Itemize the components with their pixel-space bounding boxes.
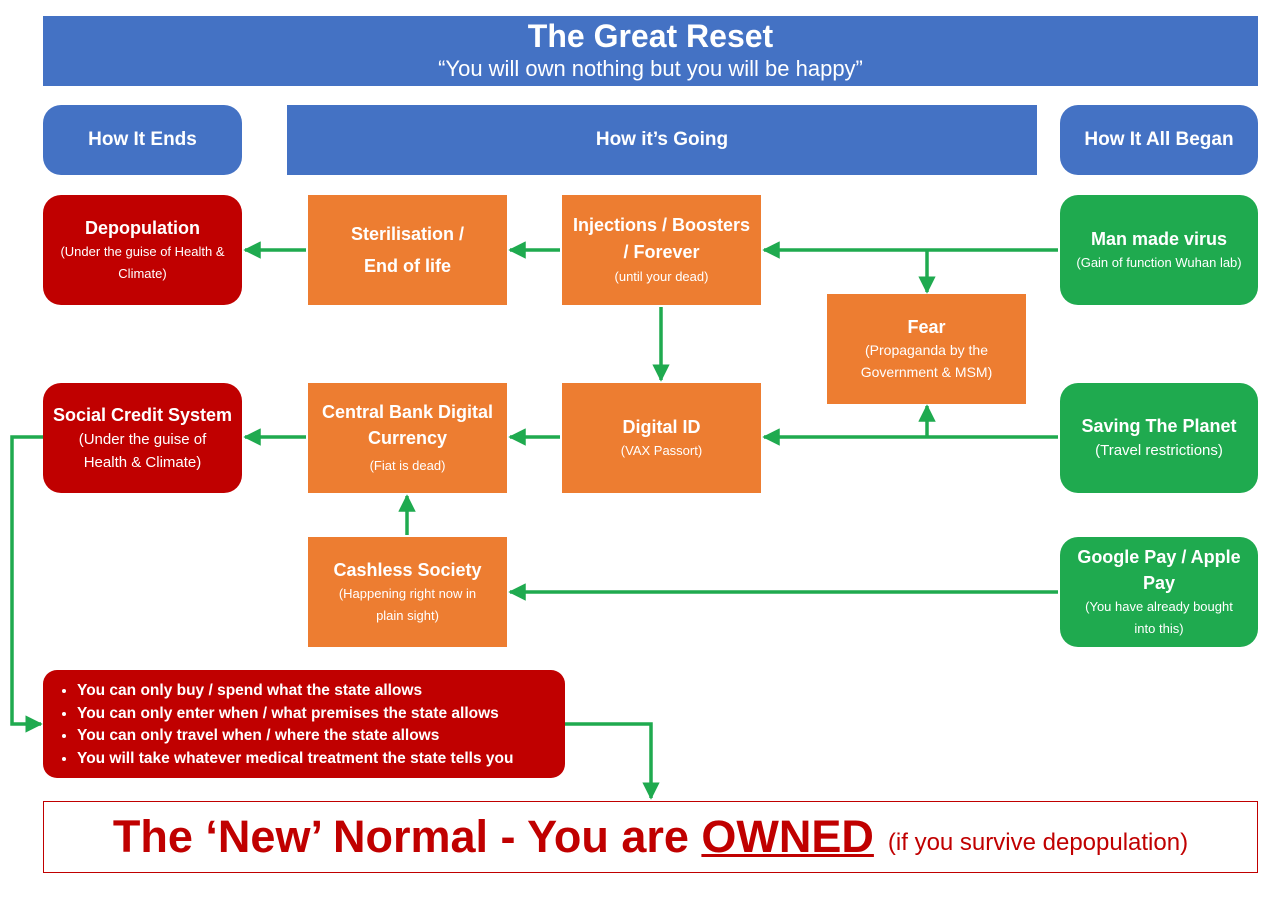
node-cbdc-sub: (Fiat is dead) [369, 457, 446, 473]
condition-item: You can only enter when / what premises … [77, 703, 555, 726]
column-header-going: How it’s Going [287, 105, 1037, 175]
title-bar: The Great Reset “You will own nothing bu… [43, 16, 1258, 86]
node-sterilisation-title-1: Sterilisation / [350, 224, 465, 244]
node-cashless-sub: (Happening right now in plain sight) [338, 585, 477, 624]
node-social-credit-sub: (Under the guise of Health & Climate) [78, 430, 207, 472]
column-header-ends: How It Ends [43, 105, 242, 175]
node-sterilisation: Sterilisation / End of life [308, 195, 507, 305]
node-injections-title: Injections / Boosters / Forever [572, 214, 751, 262]
column-header-began: How It All Began [1060, 105, 1258, 175]
node-digital-id: Digital ID (VAX Passort) [562, 383, 761, 493]
node-cashless-title: Cashless Society [333, 559, 482, 580]
page-subtitle: “You will own nothing but you will be ha… [438, 56, 863, 82]
node-depopulation-sub: (Under the guise of Health & Climate) [60, 243, 225, 282]
page-title: The Great Reset [527, 18, 774, 55]
condition-item: You can only travel when / where the sta… [77, 725, 555, 748]
node-sterilisation-title-2: End of life [364, 256, 451, 276]
node-social-credit: Social Credit System (Under the guise of… [43, 383, 242, 493]
node-injections: Injections / Boosters / Forever (until y… [562, 195, 761, 305]
node-depopulation: Depopulation (Under the guise of Health … [43, 195, 242, 305]
node-cbdc-title: Central Bank Digital Currency [321, 401, 494, 448]
node-saving-planet-title: Saving The Planet [1081, 416, 1237, 437]
node-cbdc: Central Bank Digital Currency (Fiat is d… [308, 383, 507, 493]
node-cashless: Cashless Society (Happening right now in… [308, 537, 507, 647]
arrow-conditions-to-banner [565, 722, 660, 800]
node-injections-sub: (until your dead) [614, 268, 709, 284]
node-man-made-virus: Man made virus (Gain of function Wuhan l… [1060, 195, 1258, 305]
node-google-pay-title: Google Pay / Apple Pay [1077, 547, 1241, 593]
node-saving-planet: Saving The Planet (Travel restrictions) [1060, 383, 1258, 493]
banner-headline: The ‘New’ Normal - You are [112, 811, 702, 862]
banner-owned: OWNED [701, 811, 874, 862]
condition-item: You will take whatever medical treatment… [77, 748, 555, 771]
conditions-list: You can only buy / spend what the state … [43, 670, 565, 778]
node-fear: Fear (Propaganda by the Government & MSM… [827, 294, 1026, 404]
node-digital-id-sub: (VAX Passort) [620, 443, 703, 458]
node-fear-sub: (Propaganda by the Government & MSM) [860, 342, 993, 381]
node-social-credit-title: Social Credit System [52, 404, 233, 425]
node-digital-id-title: Digital ID [622, 416, 701, 437]
node-google-pay-sub: (You have already bought into this) [1085, 599, 1233, 636]
condition-item: You can only buy / spend what the state … [77, 680, 555, 703]
node-fear-title: Fear [907, 317, 946, 338]
node-google-pay: Google Pay / Apple Pay (You have already… [1060, 537, 1258, 647]
banner-suffix: (if you survive depopulation) [887, 829, 1189, 856]
bottom-banner: The ‘New’ Normal - You are OWNED (if you… [43, 801, 1258, 873]
arrow-social-credit-to-conditions [10, 435, 43, 733]
node-saving-planet-sub: (Travel restrictions) [1095, 442, 1223, 460]
node-man-made-virus-title: Man made virus [1090, 228, 1228, 249]
node-man-made-virus-sub: (Gain of function Wuhan lab) [1076, 255, 1242, 270]
node-depopulation-title: Depopulation [85, 217, 200, 238]
